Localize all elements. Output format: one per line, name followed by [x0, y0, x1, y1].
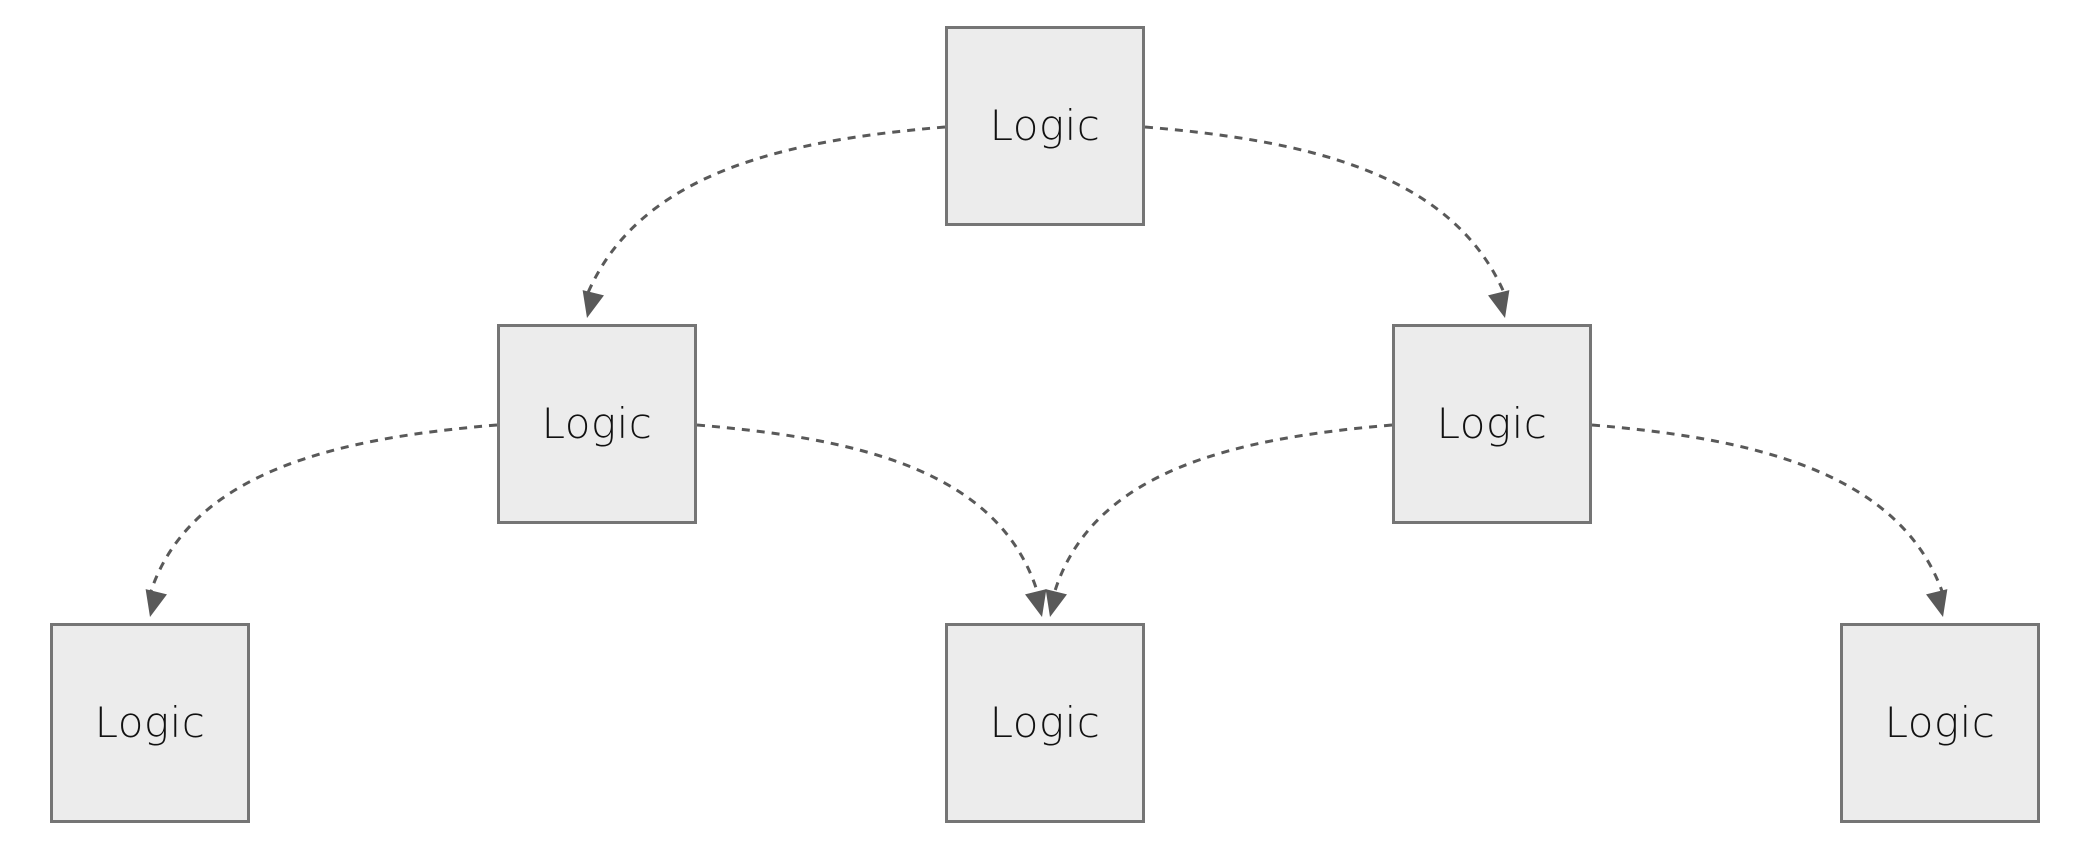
- arrowhead-icon: [1025, 589, 1047, 617]
- arrowhead-icon: [145, 589, 167, 617]
- arrowhead-icon: [582, 290, 604, 318]
- node-label: Logic: [1884, 698, 1996, 747]
- node-label: Logic: [989, 698, 1101, 747]
- node-label: Logic: [94, 698, 206, 747]
- arrowhead-icon: [1926, 589, 1948, 617]
- edge-level1-right-to-leaf-3: [1591, 423, 1948, 617]
- edge-curve: [1052, 423, 1393, 595]
- edge-level1-left-to-leaf-1: [145, 423, 498, 617]
- arrowhead-icon: [1488, 290, 1510, 318]
- edge-curve: [1144, 125, 1507, 296]
- node-level1-right[interactable]: Logic: [1392, 324, 1592, 524]
- node-label: Logic: [1436, 399, 1548, 448]
- edge-level1-left-to-leaf-2: [696, 423, 1047, 617]
- node-level2-right[interactable]: Logic: [1840, 623, 2040, 823]
- node-level1-left[interactable]: Logic: [497, 324, 697, 524]
- node-level2-left[interactable]: Logic: [50, 623, 250, 823]
- arrowhead-icon: [1045, 589, 1067, 617]
- edge-curve: [148, 423, 498, 595]
- edge-level1-right-to-leaf-2: [1045, 423, 1393, 617]
- edge-root-to-level1-right: [1144, 125, 1510, 318]
- node-label: Logic: [989, 101, 1101, 150]
- node-root[interactable]: Logic: [945, 26, 1145, 226]
- edge-curve: [585, 125, 946, 296]
- edge-root-to-level1-left: [582, 125, 946, 318]
- edge-curve: [696, 423, 1040, 595]
- edge-curve: [1591, 423, 1945, 595]
- node-label: Logic: [541, 399, 653, 448]
- node-level2-center[interactable]: Logic: [945, 623, 1145, 823]
